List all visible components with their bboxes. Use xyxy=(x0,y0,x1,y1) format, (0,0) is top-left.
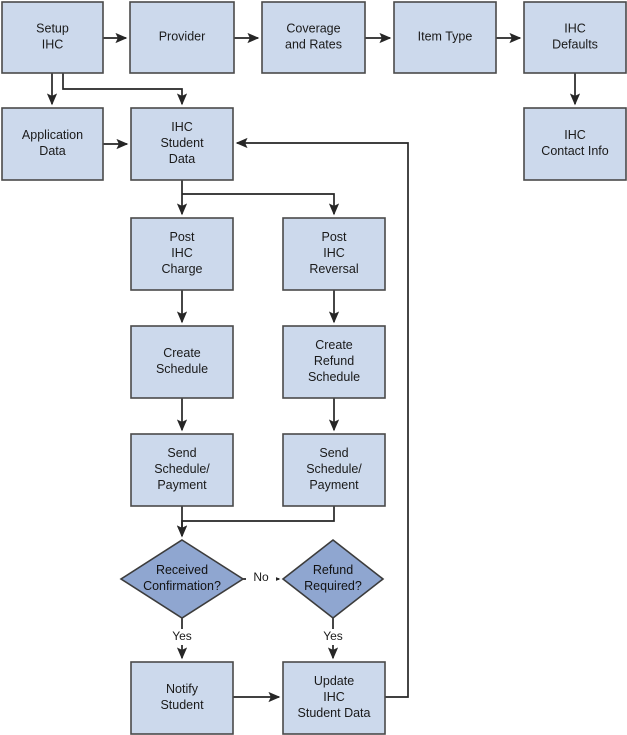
edge-label-bg xyxy=(167,629,197,645)
edge-label-bg xyxy=(318,629,348,645)
process-shape-ihc_contact_info xyxy=(523,107,627,181)
process-shape-create_refund_schedule xyxy=(282,325,386,399)
process-shape-send_schedule_payment_right xyxy=(282,433,386,507)
connector-e_send_right_decision xyxy=(176,506,335,538)
decision-shape-refund_required xyxy=(281,538,385,620)
edge-label-e_confirmation_yes_notify: Yes xyxy=(172,629,192,643)
node-item_type[interactable]: Item Type xyxy=(393,1,497,74)
connector-e_setup_studentdata xyxy=(62,73,188,106)
process-shape-ihc_defaults xyxy=(523,1,627,74)
process-shape-provider xyxy=(129,1,235,74)
edge-label-bg xyxy=(246,570,276,586)
connector-e_studentdata_reversal xyxy=(182,193,340,216)
node-provider[interactable]: Provider xyxy=(129,1,235,74)
process-shape-post_ihc_reversal xyxy=(282,217,386,291)
process-shape-post_ihc_charge xyxy=(130,217,234,291)
decision-shape-received_confirmation xyxy=(119,539,245,619)
process-shape-coverage_rates xyxy=(261,1,366,74)
process-shape-setup_ihc xyxy=(1,1,104,74)
edge-label-e_refund_yes_update: Yes xyxy=(323,629,343,643)
process-shape-create_schedule xyxy=(130,325,234,399)
process-shape-item_type xyxy=(393,1,497,74)
process-shape-application_data xyxy=(1,107,104,181)
node-label-item_type: Item Type xyxy=(418,30,473,44)
process-shape-notify_student xyxy=(130,661,234,735)
node-label-provider: Provider xyxy=(159,30,206,44)
process-shape-ihc_student_data xyxy=(130,107,234,181)
process-shape-send_schedule_payment_left xyxy=(130,433,234,507)
connector-e_update_feedback xyxy=(235,137,409,698)
edge-label-e_confirmation_no_refund: No xyxy=(253,570,269,584)
process-shape-update_ihc_student_data xyxy=(282,661,386,735)
